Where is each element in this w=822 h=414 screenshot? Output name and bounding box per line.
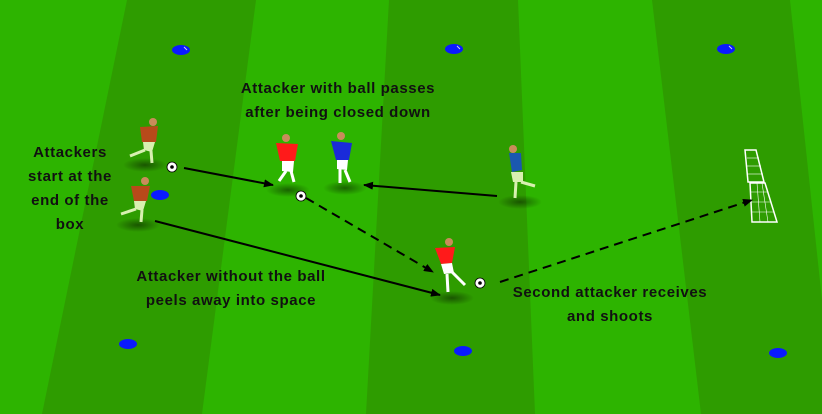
label-pass-after-closed: Attacker with ball passes after being cl… — [220, 77, 456, 125]
balls — [166, 161, 486, 289]
label-line: Attacker without the ball — [136, 268, 326, 285]
cone-icon — [119, 339, 137, 349]
label-peels-away: Attacker without the ball peels away int… — [118, 265, 344, 313]
label-line: Second attacker receives — [512, 284, 708, 301]
label-line: Attackers — [33, 144, 107, 161]
grass-stripes — [42, 0, 822, 414]
ball-icon — [474, 277, 486, 289]
cone-icon — [717, 44, 735, 54]
label-attackers-start: Attackers start at the end of the box — [12, 141, 128, 237]
cone-icon — [172, 45, 190, 55]
label-line: start at the — [28, 168, 112, 185]
waiting-attacker-2 — [120, 177, 150, 223]
ball-icon — [295, 190, 307, 202]
label-line: box — [55, 216, 85, 233]
cone-icon — [445, 44, 463, 54]
label-line: peels away into space — [145, 292, 317, 309]
movement-arrows — [154, 167, 753, 297]
defender-closing — [331, 132, 352, 183]
goal-icon — [744, 149, 779, 223]
cone-icon — [769, 348, 787, 358]
label-line: after being closed down — [245, 104, 431, 121]
defender-running — [509, 145, 536, 199]
second-attacker — [435, 238, 467, 293]
label-receives-shoots: Second attacker receives and shoots — [497, 281, 723, 329]
label-line: and shoots — [566, 308, 653, 325]
cones — [119, 44, 787, 358]
ball-icon — [166, 161, 178, 173]
waiting-attacker-1 — [129, 118, 158, 164]
label-line: Attacker with ball passes — [240, 80, 436, 97]
attacker-with-ball — [276, 134, 298, 183]
cone-icon — [151, 190, 169, 200]
cone-icon — [454, 346, 472, 356]
label-line: end of the — [31, 192, 109, 209]
